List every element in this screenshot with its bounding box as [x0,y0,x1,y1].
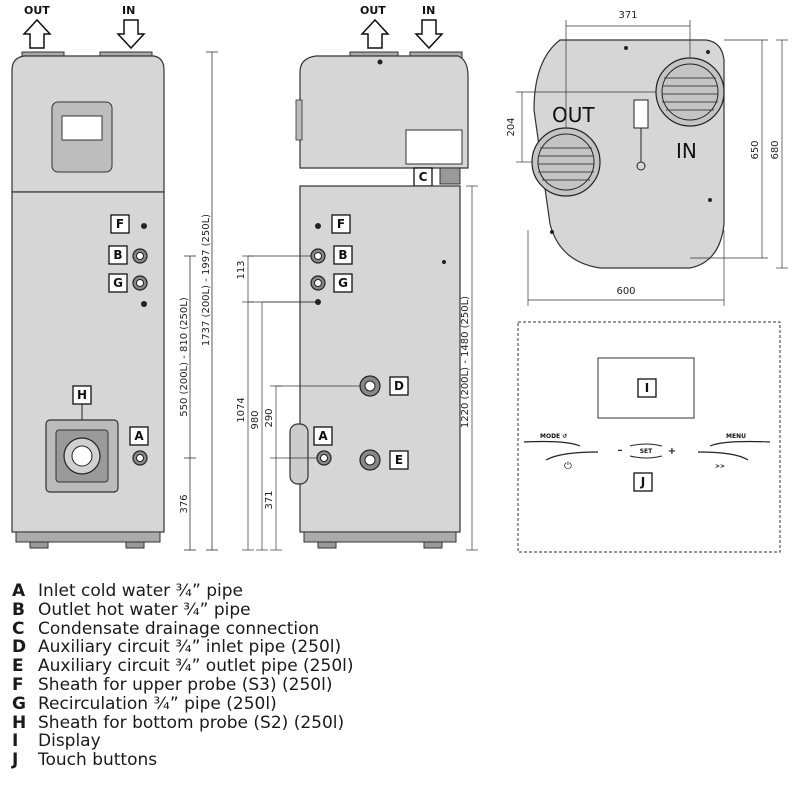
side-dim-1220: 1220 (200L) - 1480 (250L) [460,296,471,428]
svg-text:A: A [318,429,328,443]
control-panel: I MODE ↺ MENU SET – + ⏻ >> J [517,321,781,553]
top-dim-204: 204 [506,117,517,136]
svg-text:E: E [395,453,403,467]
side-out-arrow: OUT [360,4,390,49]
top-dim-371: 371 [618,10,637,21]
side-in-arrow: IN [414,4,444,50]
technical-drawing: OUT IN [11,4,788,553]
side-out-label: OUT [360,4,386,17]
mode-button[interactable]: MODE ↺ [540,433,567,440]
side-label-d: D [389,376,409,396]
front-label-a: A [129,426,149,446]
front-out-label: OUT [24,4,50,17]
svg-text:D: D [394,379,404,393]
side-label-f: F [331,214,351,234]
svg-text:C: C [419,170,428,184]
front-label-h: H [72,385,92,405]
side-label-b: B [333,245,353,265]
side-label-c: C [413,167,433,187]
side-in-label: IN [422,4,435,17]
side-dim-113: 113 [236,260,247,279]
top-in-label: IN [676,139,697,163]
svg-text:G: G [338,276,348,290]
front-label-g: G [108,273,128,293]
svg-text:H: H [77,388,87,402]
front-out-arrow: OUT [22,4,52,49]
svg-text:A: A [134,429,144,443]
side-label-a: A [313,426,333,446]
side-view: OUT IN C [236,4,478,551]
top-out-label: OUT [552,103,595,127]
svg-text:B: B [113,248,122,262]
menu-button[interactable]: MENU [726,433,746,440]
side-dim-1074: 1074 [236,397,247,422]
minus-button[interactable]: – [618,445,623,456]
top-dim-680: 680 [770,140,781,159]
front-dim-550: 550 (200L) - 810 (250L) [179,297,190,417]
side-dim-980: 980 [250,410,261,429]
svg-text:I: I [645,381,649,395]
panel-label-touch: J [633,472,653,492]
svg-text:J: J [640,475,645,489]
front-dim-1737: 1737 (200L) - 1997 (250L) [201,214,212,346]
top-view: OUT IN 371 204 650 680 600 [506,10,788,306]
side-label-g: G [333,273,353,293]
front-view: OUT IN [11,4,218,551]
svg-text:B: B [338,248,347,262]
top-dim-650: 650 [750,140,761,159]
svg-text:F: F [116,217,124,231]
power-button[interactable]: ⏻ [564,461,572,472]
svg-text:G: G [113,276,123,290]
front-dim-376: 376 [179,494,190,513]
front-label-f: F [110,214,130,234]
set-button[interactable]: SET [640,448,653,455]
side-dim-371: 371 [264,490,275,509]
svg-text:F: F [337,217,345,231]
next-button[interactable]: >> [715,463,725,470]
front-in-arrow: IN [116,4,146,50]
plus-button[interactable]: + [668,446,676,457]
front-label-b: B [108,245,128,265]
side-label-e: E [389,450,409,470]
side-dim-290: 290 [264,408,275,427]
panel-label-display: I [637,378,657,398]
front-in-label: IN [122,4,135,17]
top-dim-600: 600 [616,286,635,297]
